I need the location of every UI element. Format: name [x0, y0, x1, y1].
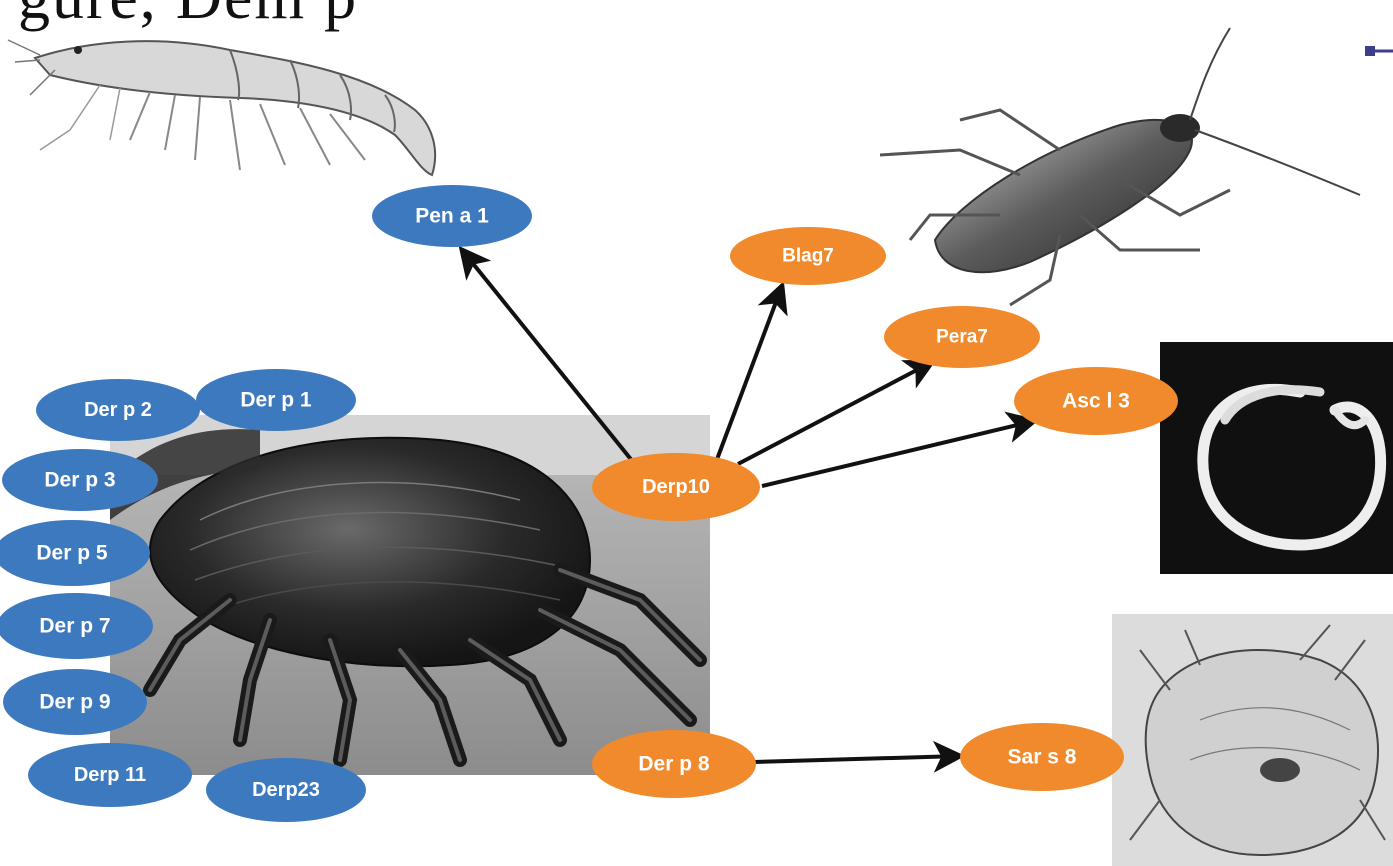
arrow-derp10-to-blag7 [716, 286, 782, 462]
svg-text:Blag7: Blag7 [782, 246, 834, 267]
node-bla-g-7: Blag7 [730, 227, 886, 285]
cockroach-photo [880, 28, 1360, 305]
arrow-derp8-to-sars8 [754, 756, 960, 762]
svg-text:Asc l 3: Asc l 3 [1062, 390, 1130, 413]
svg-text:Derp10: Derp10 [642, 476, 710, 498]
node-der-p-9: Der p 9 [3, 669, 147, 735]
svg-text:Pera7: Pera7 [936, 327, 988, 348]
svg-text:Derp23: Derp23 [252, 779, 320, 801]
node-der-p-1: Der p 1 [196, 369, 356, 431]
node-der-p-7: Der p 7 [0, 593, 153, 659]
roundworm-photo [1160, 342, 1393, 574]
svg-text:Der p 8: Der p 8 [638, 753, 710, 776]
svg-text:Der p 7: Der p 7 [39, 615, 110, 638]
node-der-p-2: Der p 2 [36, 379, 200, 441]
node-per-a-7: Pera7 [884, 306, 1040, 368]
svg-text:Derp 11: Derp 11 [74, 764, 146, 786]
node-asc-l-3: Asc l 3 [1014, 367, 1178, 435]
node-sar-s-8: Sar s 8 [960, 723, 1124, 791]
svg-text:Der p 3: Der p 3 [44, 469, 115, 492]
node-der-p-8: Der p 8 [592, 730, 756, 798]
node-der-p-23: Derp23 [206, 758, 366, 822]
svg-text:Der p 1: Der p 1 [240, 389, 312, 412]
corner-mark-icon [1365, 46, 1393, 56]
svg-text:Pen a 1: Pen a 1 [415, 205, 489, 228]
node-der-p-10: Derp10 [592, 453, 760, 521]
node-der-p-11: Derp 11 [28, 743, 192, 807]
node-pen-a-1: Pen a 1 [372, 185, 532, 247]
node-der-p-5: Der p 5 [0, 520, 150, 586]
svg-text:Der p 9: Der p 9 [39, 691, 110, 714]
svg-text:Der p 2: Der p 2 [84, 399, 152, 421]
arrow-derp10-to-pera7 [738, 362, 932, 464]
svg-text:Sar s 8: Sar s 8 [1008, 746, 1077, 769]
shrimp-illustration [8, 40, 435, 175]
node-der-p-3: Der p 3 [2, 449, 158, 511]
scabies-mite-micrograph [1112, 614, 1393, 866]
svg-text:Der p 5: Der p 5 [36, 542, 108, 565]
